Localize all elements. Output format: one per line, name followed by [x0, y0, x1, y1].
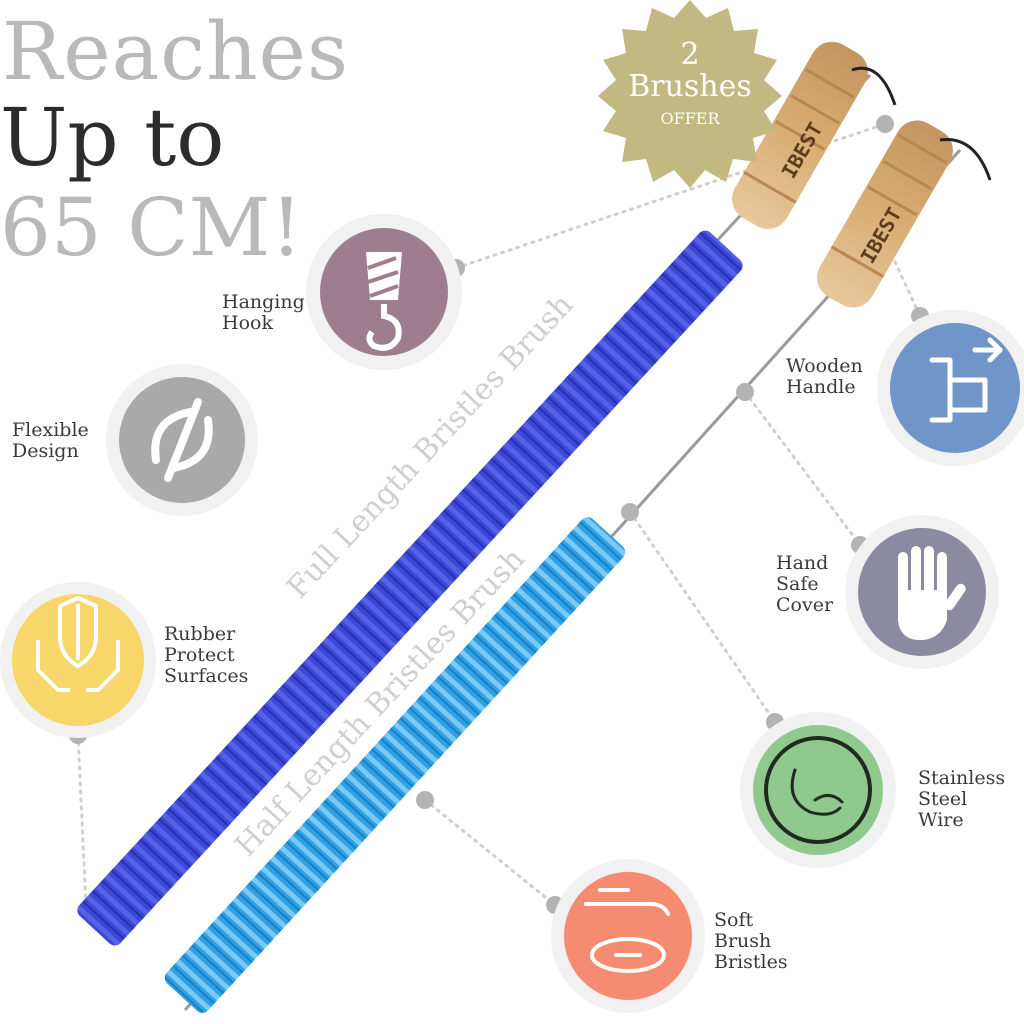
hands-shield-icon: [36, 596, 120, 692]
hanging-hook-icon: [366, 252, 402, 351]
stainless-wire-label: Stainless Steel Wire: [918, 767, 1006, 831]
headline-line-2: Up to: [0, 91, 225, 184]
hand-icon: [898, 546, 966, 640]
soft-bristles-label: Soft Brush Bristles: [714, 909, 788, 973]
asterisk: *: [349, 0, 372, 24]
soft-bristles-feature: [551, 859, 705, 1013]
hand-safe-feature: [845, 515, 999, 669]
wooden-handle-label: Wooden Handle: [786, 355, 863, 398]
soft-hands-icon: [584, 888, 670, 973]
wire-icon: [790, 768, 844, 816]
flexible-icon: [151, 398, 213, 482]
headline-line-1: Reaches*: [2, 0, 372, 92]
badge-word: Brushes: [628, 69, 752, 104]
offer-badge: 2 Brushes OFFER: [598, 0, 782, 188]
full-length-brush: IBEST: [77, 41, 897, 946]
stainless-wire-feature: [740, 712, 896, 868]
rubber-protect-label: Rubber Protect Surfaces: [164, 623, 249, 687]
flexible-design-label: Flexible Design: [12, 419, 89, 462]
hanging-hook-feature: [306, 214, 462, 370]
badge-sub: OFFER: [660, 109, 720, 128]
wooden-handle-feature: [877, 310, 1024, 466]
headline-line-3: 65 CM!: [0, 181, 303, 274]
hand-grip-icon: [929, 337, 1003, 423]
hanging-hook-label: Hanging Hook: [222, 291, 305, 334]
flexible-design-feature: [106, 364, 258, 516]
half-length-brush: IBEST: [164, 120, 992, 1013]
hand-safe-label: Hand Safe Cover: [776, 552, 834, 616]
rubber-protect-feature: [0, 582, 156, 738]
badge-number: 2: [680, 37, 699, 72]
